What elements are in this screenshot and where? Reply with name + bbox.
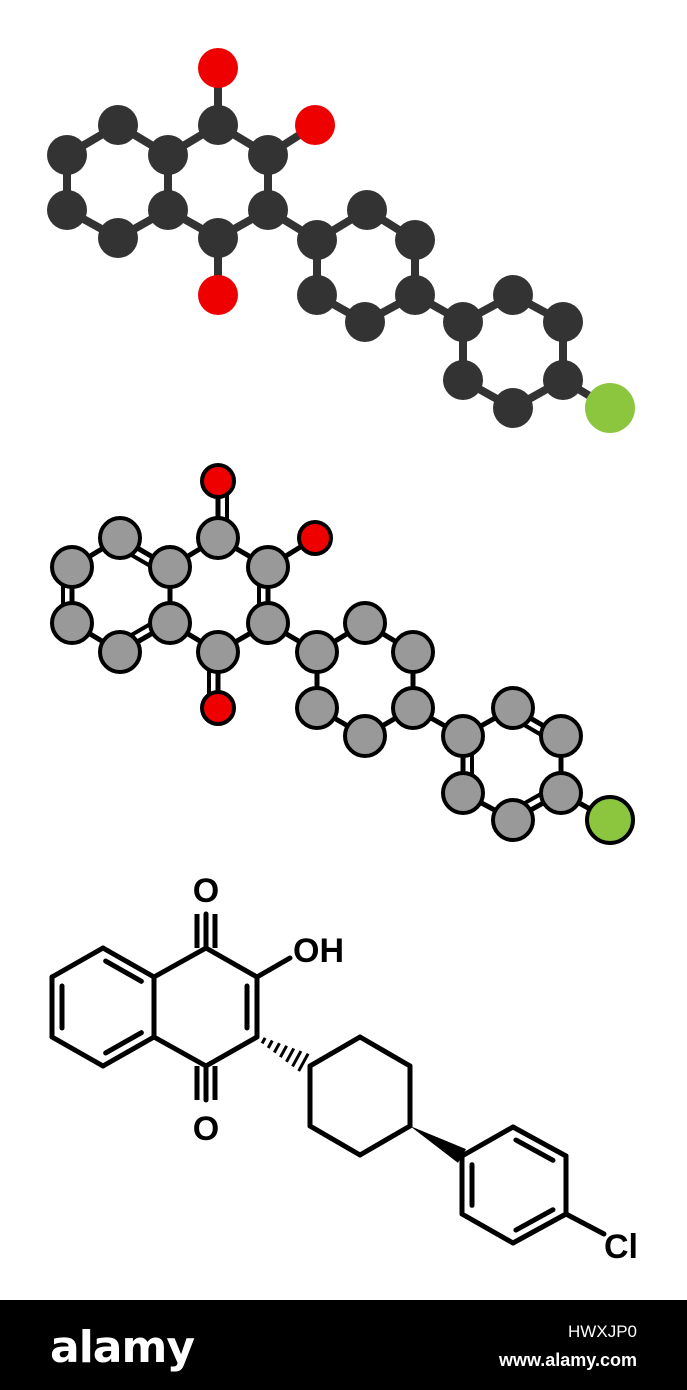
sk-aromatic-bond [103,958,144,984]
sf-oxygen-atom [295,105,335,145]
sf-carbon-atom [98,105,138,145]
sf-carbon-atom [198,218,238,258]
sk-aromatic-bond [103,1030,144,1056]
sf-carbon-atom [297,275,337,315]
bs-oxygen-atom [200,463,236,499]
sk-bond [357,1123,413,1158]
sk-bond [510,1211,569,1246]
bs-carbon-atom [539,714,583,758]
sf-carbon-atom [297,220,337,260]
sf-carbon-atom [248,135,288,175]
sk-hashed-wedge [266,1039,274,1049]
skeletal-formula: O OH O Cl [49,872,638,1266]
bs-carbon-atom [50,601,94,645]
bs-carbon-atom [391,630,435,674]
sk-hashed-wedge [285,1047,296,1063]
bs-carbon-atom [343,714,387,758]
sk-bond [307,1034,363,1069]
sk-bond [203,945,260,980]
sk-hashed-wedge [291,1050,303,1068]
sf-carbon-atom [47,190,87,230]
sf-carbon-atom [148,135,188,175]
bs-carbon-atom [491,686,535,730]
image-id: HWXJP0 [568,1322,637,1341]
bs-carbon-atom [295,630,339,674]
sk-bond [307,1123,363,1158]
sf-carbon-atom [98,218,138,258]
sk-bond [100,945,157,980]
molecule-figure: O OH O Cl [47,48,638,1266]
sk-bond [49,945,106,980]
bs-carbon-atom [491,798,535,842]
sf-carbon-atom [47,135,87,175]
hydroxyl-label: OH [293,932,344,970]
bs-carbon-atom [343,601,387,645]
sf-carbon-atom [395,220,435,260]
bs-carbon-atom [539,771,583,815]
sk-aromatic-bond [513,1137,556,1163]
sf-carbon-atom [543,360,583,400]
bs-carbon-atom [196,516,240,560]
sf-carbon-atom [395,275,435,315]
space-filling-model [47,48,635,433]
sf-carbon-atom [443,302,483,342]
sk-bond [510,1124,569,1159]
bs-carbon-atom [441,714,485,758]
bs-carbon-atom [391,686,435,730]
sk-bond [563,1211,607,1237]
sf-carbon-atom [543,302,583,342]
bs-carbon-atom [50,545,94,589]
sf-oxygen-atom [198,48,238,88]
watermark-footer: alamy HWXJP0 www.alamy.com [0,1300,687,1390]
bs-oxygen-atom [200,690,236,726]
sk-bold-wedge [410,1126,466,1163]
sf-carbon-atom [198,105,238,145]
bs-carbon-atom [148,601,192,645]
oxygen-bottom-label: O [193,1110,219,1148]
brand-logo: alamy [50,1322,195,1373]
sk-bond [203,1034,260,1069]
sk-bond [459,1211,516,1246]
sf-oxygen-atom [198,275,238,315]
sk-hashed-wedge [272,1042,281,1054]
bs-carbon-atom [295,686,339,730]
site-url: www.alamy.com [498,1350,637,1370]
oxygen-top-label: O [193,872,219,910]
sf-carbon-atom [148,190,188,230]
sk-bond [151,1034,209,1069]
bs-carbon-atom [98,516,142,560]
sf-chlorine-atom [585,383,635,433]
bs-chlorine-atom [585,795,635,845]
bs-carbon-atom [246,545,290,589]
sk-bond [254,955,293,980]
sk-bond [100,1034,157,1069]
sk-bond [49,1034,106,1069]
sf-carbon-atom [493,275,533,315]
sf-carbon-atom [248,190,288,230]
bs-carbon-atom [246,601,290,645]
chlorine-label: Cl [604,1228,638,1266]
sf-carbon-atom [347,190,387,230]
sk-hashed-wedge [297,1052,310,1072]
ball-and-stick-model [50,463,635,845]
sk-hashed-wedge [279,1045,288,1058]
sk-bond [459,1124,516,1159]
sf-carbon-atom [443,360,483,400]
bs-carbon-atom [441,771,485,815]
bs-carbon-atom [98,630,142,674]
sf-carbon-atom [493,388,533,428]
bs-carbon-atom [196,630,240,674]
bs-oxygen-atom [297,520,333,556]
sk-hashed-wedge [260,1037,267,1045]
sk-aromatic-bond [513,1207,556,1233]
sk-bond [357,1034,413,1069]
sk-bond [151,945,209,980]
bs-carbon-atom [148,545,192,589]
sf-carbon-atom [345,302,385,342]
